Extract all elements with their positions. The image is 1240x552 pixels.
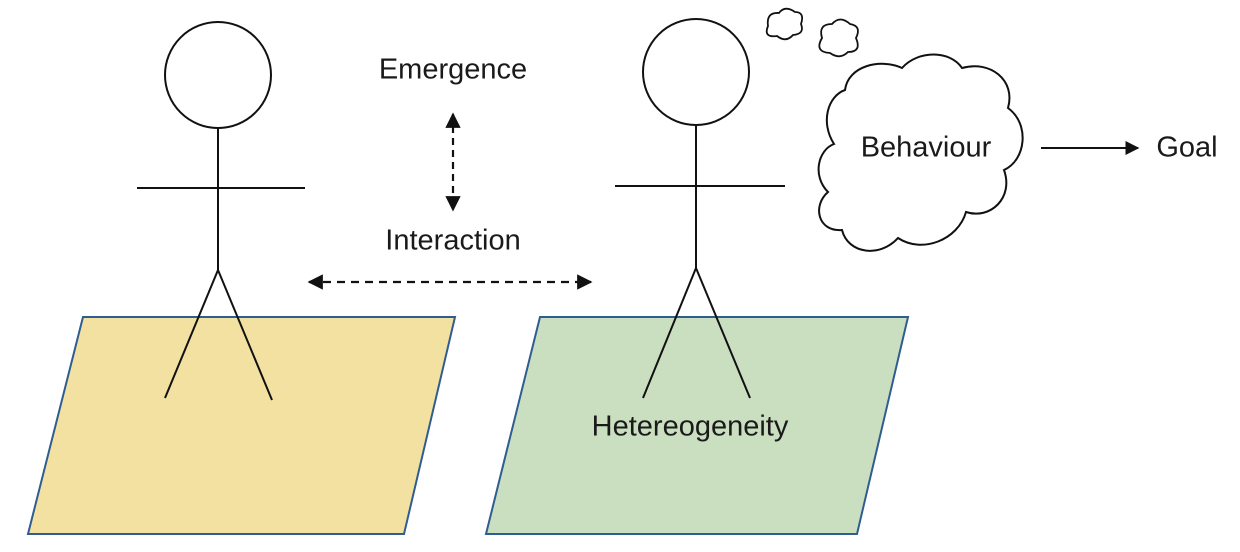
right-agent-figure [615,18,785,399]
right-environment-plane [484,316,910,535]
behaviour-label: Behaviour [860,131,992,164]
left-agent-figure [137,21,305,401]
goal-label: Goal [1156,131,1218,164]
left-agent-head [164,21,272,129]
left-environment-plane [26,316,457,535]
right-agent-head [642,18,750,126]
heterogeneity-label: Hetereogeneity [591,410,789,443]
interaction-label: Interaction [385,224,521,257]
left-agent-right-leg [217,269,273,401]
medium-thought-bubble [818,18,859,58]
small-thought-bubble [765,7,804,41]
right-agent-right-leg [695,267,751,399]
right-agent-left-leg [642,267,697,399]
emergence-label: Emergence [378,53,528,86]
behaviour-cloud [817,53,1024,252]
left-agent-left-leg [164,269,219,399]
